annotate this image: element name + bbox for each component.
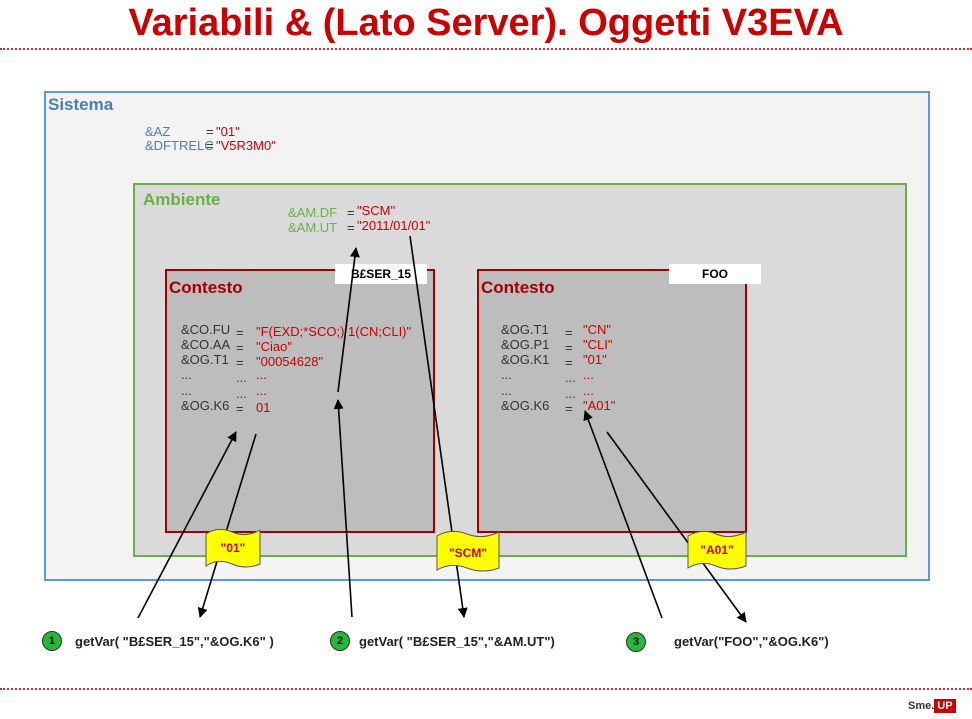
- contesto1-row-value: "00054628": [256, 354, 324, 369]
- contesto2-row-value: "CN": [583, 322, 612, 337]
- logo-left: Sme.: [908, 700, 935, 712]
- contesto1-row-value: ...: [256, 383, 267, 398]
- sistema-var-value: "V5R3M0": [216, 138, 276, 153]
- step-circle: 3: [626, 632, 646, 652]
- sistema-var-name: &DFTRELC: [145, 138, 214, 153]
- contesto2-row-value: "01": [583, 352, 607, 367]
- arrow-line: [137, 431, 237, 619]
- sistema-var-value: "01": [216, 124, 240, 139]
- ambiente-var-value: "SCM": [357, 203, 396, 218]
- contesto2-row-eq: ...: [565, 386, 576, 401]
- contesto2-row-eq: =: [565, 340, 573, 355]
- contesto-tab-bser15: B£SER_15: [335, 264, 427, 284]
- flag-label: "A01": [700, 543, 734, 557]
- contesto1-row-name: &OG.T1: [181, 352, 229, 367]
- flag-label: "SCM": [448, 546, 488, 560]
- contesto1-row-eq: =: [236, 340, 244, 355]
- contesto2-row-value: "CLI": [583, 337, 613, 352]
- contesto1-row-value: "Ciao": [256, 339, 292, 354]
- contesto2-row-name: &OG.P1: [501, 337, 550, 352]
- smeup-logo: Sme.UP: [908, 699, 956, 713]
- arrow-line: [197, 433, 257, 618]
- contesto1-row-name: &CO.AA: [181, 337, 231, 352]
- call-text: getVar( "B£SER_15","&AM.UT"): [359, 634, 555, 649]
- contesto2-row-eq: ...: [565, 370, 576, 385]
- sistema-var-name: &AZ: [145, 124, 171, 139]
- arrow-line: [583, 410, 663, 619]
- ambiente-var-name: &AM.DF: [288, 205, 338, 220]
- arrow-line: [606, 431, 747, 623]
- ambiente-var-eq: =: [347, 205, 355, 220]
- contesto2-row-name: ...: [501, 383, 512, 398]
- contesto1-row-eq: ...: [236, 370, 247, 385]
- contesto1-row-eq: ...: [236, 386, 247, 401]
- logo-right: UP: [934, 699, 956, 713]
- contesto2-row-eq: =: [565, 355, 573, 370]
- flag-icon: [436, 530, 500, 572]
- contesto2-row-eq: =: [565, 401, 573, 416]
- sistema-label: Sistema: [48, 95, 114, 114]
- call-text: getVar("FOO","&OG.K6"): [674, 634, 829, 649]
- flag-icon: [205, 528, 261, 568]
- contesto1-row-eq: =: [236, 401, 244, 416]
- contesto2-row-value: ...: [583, 383, 594, 398]
- arrow-line: [333, 399, 353, 618]
- ambiente-label: Ambiente: [143, 190, 221, 209]
- arrow-line: [337, 247, 360, 393]
- contesto1-row-value: 01: [256, 400, 271, 415]
- step-circle: 1: [42, 631, 62, 651]
- flag-shape: "A01": [684, 526, 750, 574]
- bottom-divider: [0, 688, 972, 690]
- contesto1-row-eq: =: [236, 325, 244, 340]
- page-title: Variabili & (Lato Server). Oggetti V3EVA: [128, 2, 844, 44]
- contesto1-row-value: "F(EXD;*SCO;) 1(CN;CLI)": [256, 324, 412, 339]
- contesto2-row-name: ...: [501, 367, 512, 382]
- contesto1-row-eq: =: [236, 355, 244, 370]
- step-circle: 2: [330, 631, 350, 651]
- flag-icon: [687, 530, 747, 570]
- sistema-var-eq: =: [206, 124, 214, 139]
- sistema-var-eq: =: [206, 138, 214, 153]
- contesto2-row-name: &OG.T1: [501, 322, 549, 337]
- flag-label: "01": [220, 541, 246, 555]
- contesto2-row-name: &OG.K6: [501, 398, 550, 413]
- flag-shape: "SCM": [433, 526, 503, 576]
- ambiente-var-eq: =: [347, 220, 355, 235]
- contesto-tab-foo: FOO: [669, 264, 761, 284]
- contesto2-row-eq: =: [565, 325, 573, 340]
- contesto1-row-name: &OG.K6: [181, 398, 230, 413]
- contesto1-row-name: ...: [181, 383, 192, 398]
- top-divider: [0, 48, 972, 50]
- contesto1-row-name: &CO.FU: [181, 322, 231, 337]
- contesto-label: Contesto: [481, 278, 555, 297]
- call-text: getVar( "B£SER_15","&OG.K6" ): [75, 634, 274, 649]
- contesto-box-foo: [477, 269, 747, 533]
- contesto2-row-value: "A01": [583, 398, 616, 413]
- flag-shape: "01": [202, 524, 264, 572]
- contesto1-row-value: ...: [256, 367, 267, 382]
- contesto1-row-name: ...: [181, 367, 192, 382]
- contesto2-row-name: &OG.K1: [501, 352, 550, 367]
- contesto-label: Contesto: [169, 278, 243, 297]
- ambiente-var-value: "2011/01/01": [357, 218, 431, 233]
- contesto2-row-value: ...: [583, 367, 594, 382]
- ambiente-var-name: &AM.UT: [288, 220, 338, 235]
